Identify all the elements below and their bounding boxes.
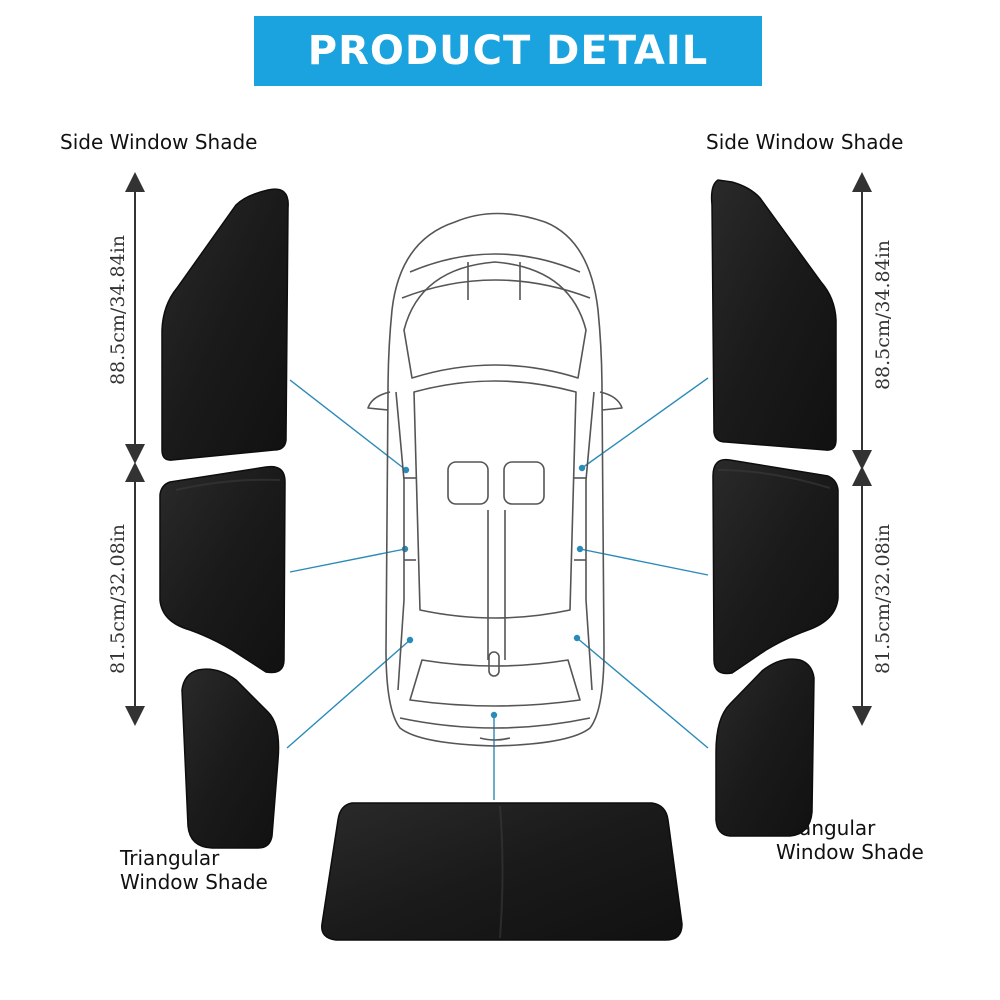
shade-highlights (175, 469, 831, 939)
dimension-arrows (125, 172, 872, 726)
car-body (385, 212, 605, 747)
shade-front-right (710, 179, 837, 451)
triangular-window-shade-label-left-line2: Window Shade (120, 870, 268, 894)
car-mirror-right (599, 391, 623, 411)
shade-triangle-left (181, 668, 280, 849)
car-front-windshield (403, 261, 587, 379)
shade-panels (159, 179, 839, 941)
car-rear-window (409, 659, 581, 707)
side-window-shade-label-left: Side Window Shade (60, 130, 258, 154)
car-mirror-left (367, 391, 391, 411)
shade-front-left (161, 188, 289, 461)
car-sunroof-right (503, 461, 545, 505)
triangular-window-shade-label-left-line1: Triangular (120, 846, 220, 870)
header-banner: PRODUCT DETAIL (254, 16, 762, 86)
shade-rear-left (159, 465, 286, 674)
car-outline (367, 212, 623, 747)
leader-lines (286, 377, 709, 800)
car-roof (413, 380, 577, 619)
shade-triangle-right (715, 658, 815, 837)
car-sunroof-left (447, 461, 489, 505)
page-title: PRODUCT DETAIL (307, 28, 709, 74)
side-window-shade-label-right: Side Window Shade (706, 130, 904, 154)
triangular-window-shade-label-right-line2: Window Shade (776, 840, 924, 864)
shade-rear-right (712, 458, 839, 675)
